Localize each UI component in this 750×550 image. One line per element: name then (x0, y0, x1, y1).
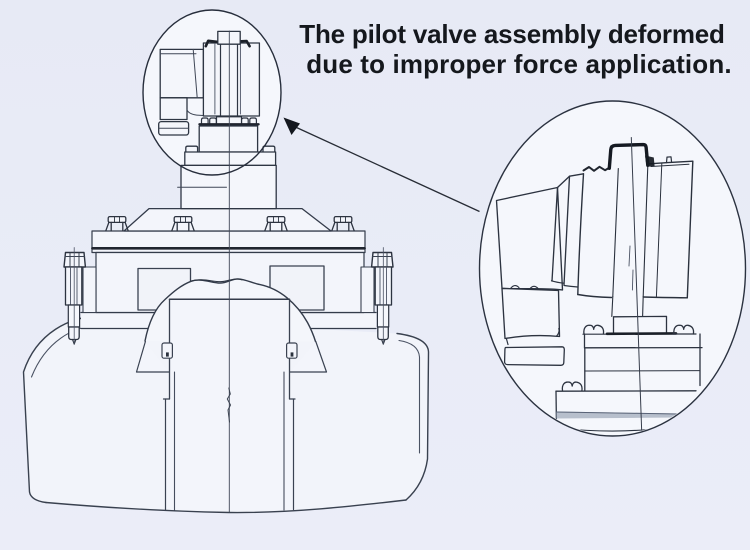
sketch-base (555, 315, 703, 432)
pilot-connector (158, 48, 205, 136)
pilot-valve-assembly (158, 30, 277, 210)
cover-bolt (331, 215, 355, 232)
sketch-center-axis (630, 137, 643, 435)
arrowhead (283, 117, 300, 135)
tank-bottom-edge (45, 499, 407, 514)
center-axis (226, 30, 231, 513)
pilot-coil (202, 39, 261, 117)
bonnet-cover (123, 207, 332, 232)
caption-line-1: The pilot valve assembly deformed (299, 19, 725, 49)
cover-bolt (264, 215, 288, 232)
bonnet-side-boss-left (82, 266, 97, 314)
side-bolt-left (63, 247, 87, 345)
cover-bolts (105, 215, 355, 232)
deformed-detail-ellipse (478, 100, 747, 437)
bonnet-flange (91, 230, 366, 254)
pilot-valve-highlight-ellipse (142, 9, 282, 176)
side-bolt-right (370, 247, 394, 345)
sketch-coil (577, 156, 694, 318)
bonnet-side-boss-right (360, 266, 375, 314)
caption: The pilot valve assembly deformed due to… (262, 19, 750, 79)
caption-line-2: due to improper force application. (306, 49, 732, 79)
cover-bolt (171, 215, 195, 232)
diaphragm-seats (135, 340, 328, 373)
pilot-body-upper (198, 125, 259, 153)
deformed-detail-view (478, 100, 747, 437)
cover-bolt (105, 215, 129, 232)
sketch-connector (495, 173, 585, 366)
callout-arrow (283, 117, 480, 213)
sketch-deformed-cap (607, 142, 655, 170)
pipe-clips (161, 342, 298, 359)
main-valve-drawing (22, 9, 430, 514)
